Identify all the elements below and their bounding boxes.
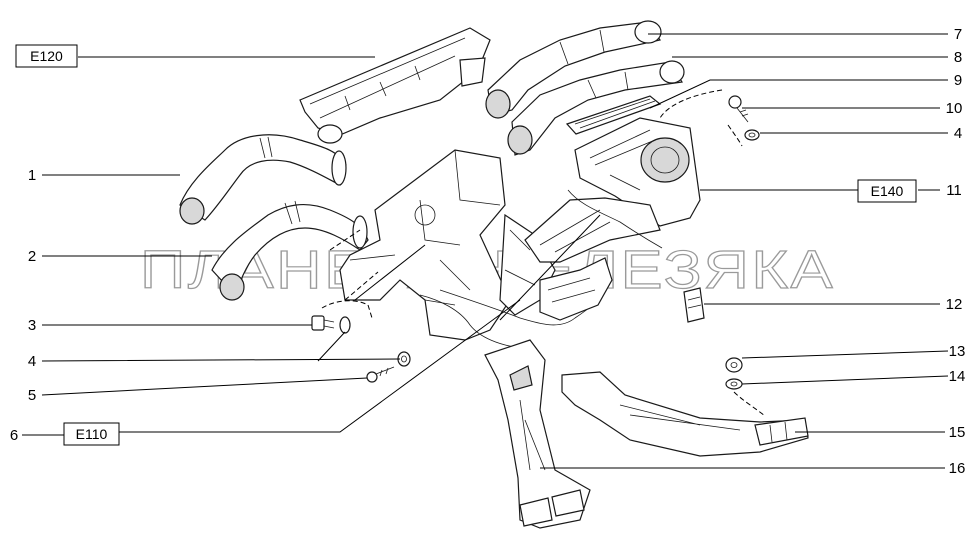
- dashed-guide-14-15: [733, 391, 766, 417]
- callout-16: 16: [949, 460, 966, 477]
- part-2-hose: [211, 200, 369, 301]
- ref-label-e140: E140: [871, 183, 904, 199]
- part-4-washer-left-1: [339, 316, 351, 334]
- callout-8: 8: [954, 49, 962, 66]
- leader-lines: [22, 33, 949, 469]
- ref-box-e140: E140: [857, 179, 917, 203]
- part-1-hose: [179, 134, 347, 225]
- dashed-guide-left: [321, 300, 373, 319]
- callout-14: 14: [949, 368, 966, 385]
- part-14-washer: [725, 378, 743, 390]
- part-3-bolt: [311, 315, 335, 331]
- arrow-to-housing-1: [354, 244, 426, 301]
- part-e120-defroster-duct: [299, 27, 491, 144]
- wiring-harness: [419, 189, 663, 349]
- callout-13: 13: [949, 343, 966, 360]
- part-heater-housing: [339, 149, 556, 341]
- callout-2: 2: [28, 248, 36, 265]
- part-7-air-duct: [485, 20, 662, 119]
- callout-11: 11: [946, 182, 962, 199]
- callout-4-left: 4: [28, 353, 36, 370]
- ref-label-e110: E110: [76, 426, 108, 442]
- part-10-screw: [728, 95, 749, 123]
- part-15-floor-duct: [561, 371, 809, 457]
- part-4-washer-right: [744, 129, 760, 141]
- callout-15: 15: [949, 424, 966, 441]
- part-8-air-duct: [507, 60, 685, 156]
- part-e140-heater-unit: [524, 117, 701, 263]
- callout-12: 12: [946, 296, 963, 313]
- part-5-screw: [366, 366, 395, 383]
- callout-5: 5: [28, 387, 36, 404]
- part-12-clip: [683, 287, 705, 323]
- ref-box-e120: E120: [15, 44, 78, 68]
- callout-1: 1: [28, 167, 36, 184]
- ref-label-e120: E120: [30, 48, 63, 64]
- part-9-cabin-filter: [565, 95, 662, 135]
- callout-4-right: 4: [954, 125, 962, 142]
- dashed-guide-left-2: [329, 229, 379, 301]
- callout-6: 6: [10, 427, 18, 444]
- dashed-guide-10-4: [659, 89, 743, 147]
- part-16-floor-duct: [484, 339, 591, 529]
- part-13-nut: [725, 357, 743, 373]
- ref-box-e110: E110: [63, 422, 120, 446]
- callout-3: 3: [28, 317, 36, 334]
- callout-7: 7: [954, 26, 962, 43]
- callout-9: 9: [954, 72, 962, 89]
- callout-10: 10: [946, 100, 963, 117]
